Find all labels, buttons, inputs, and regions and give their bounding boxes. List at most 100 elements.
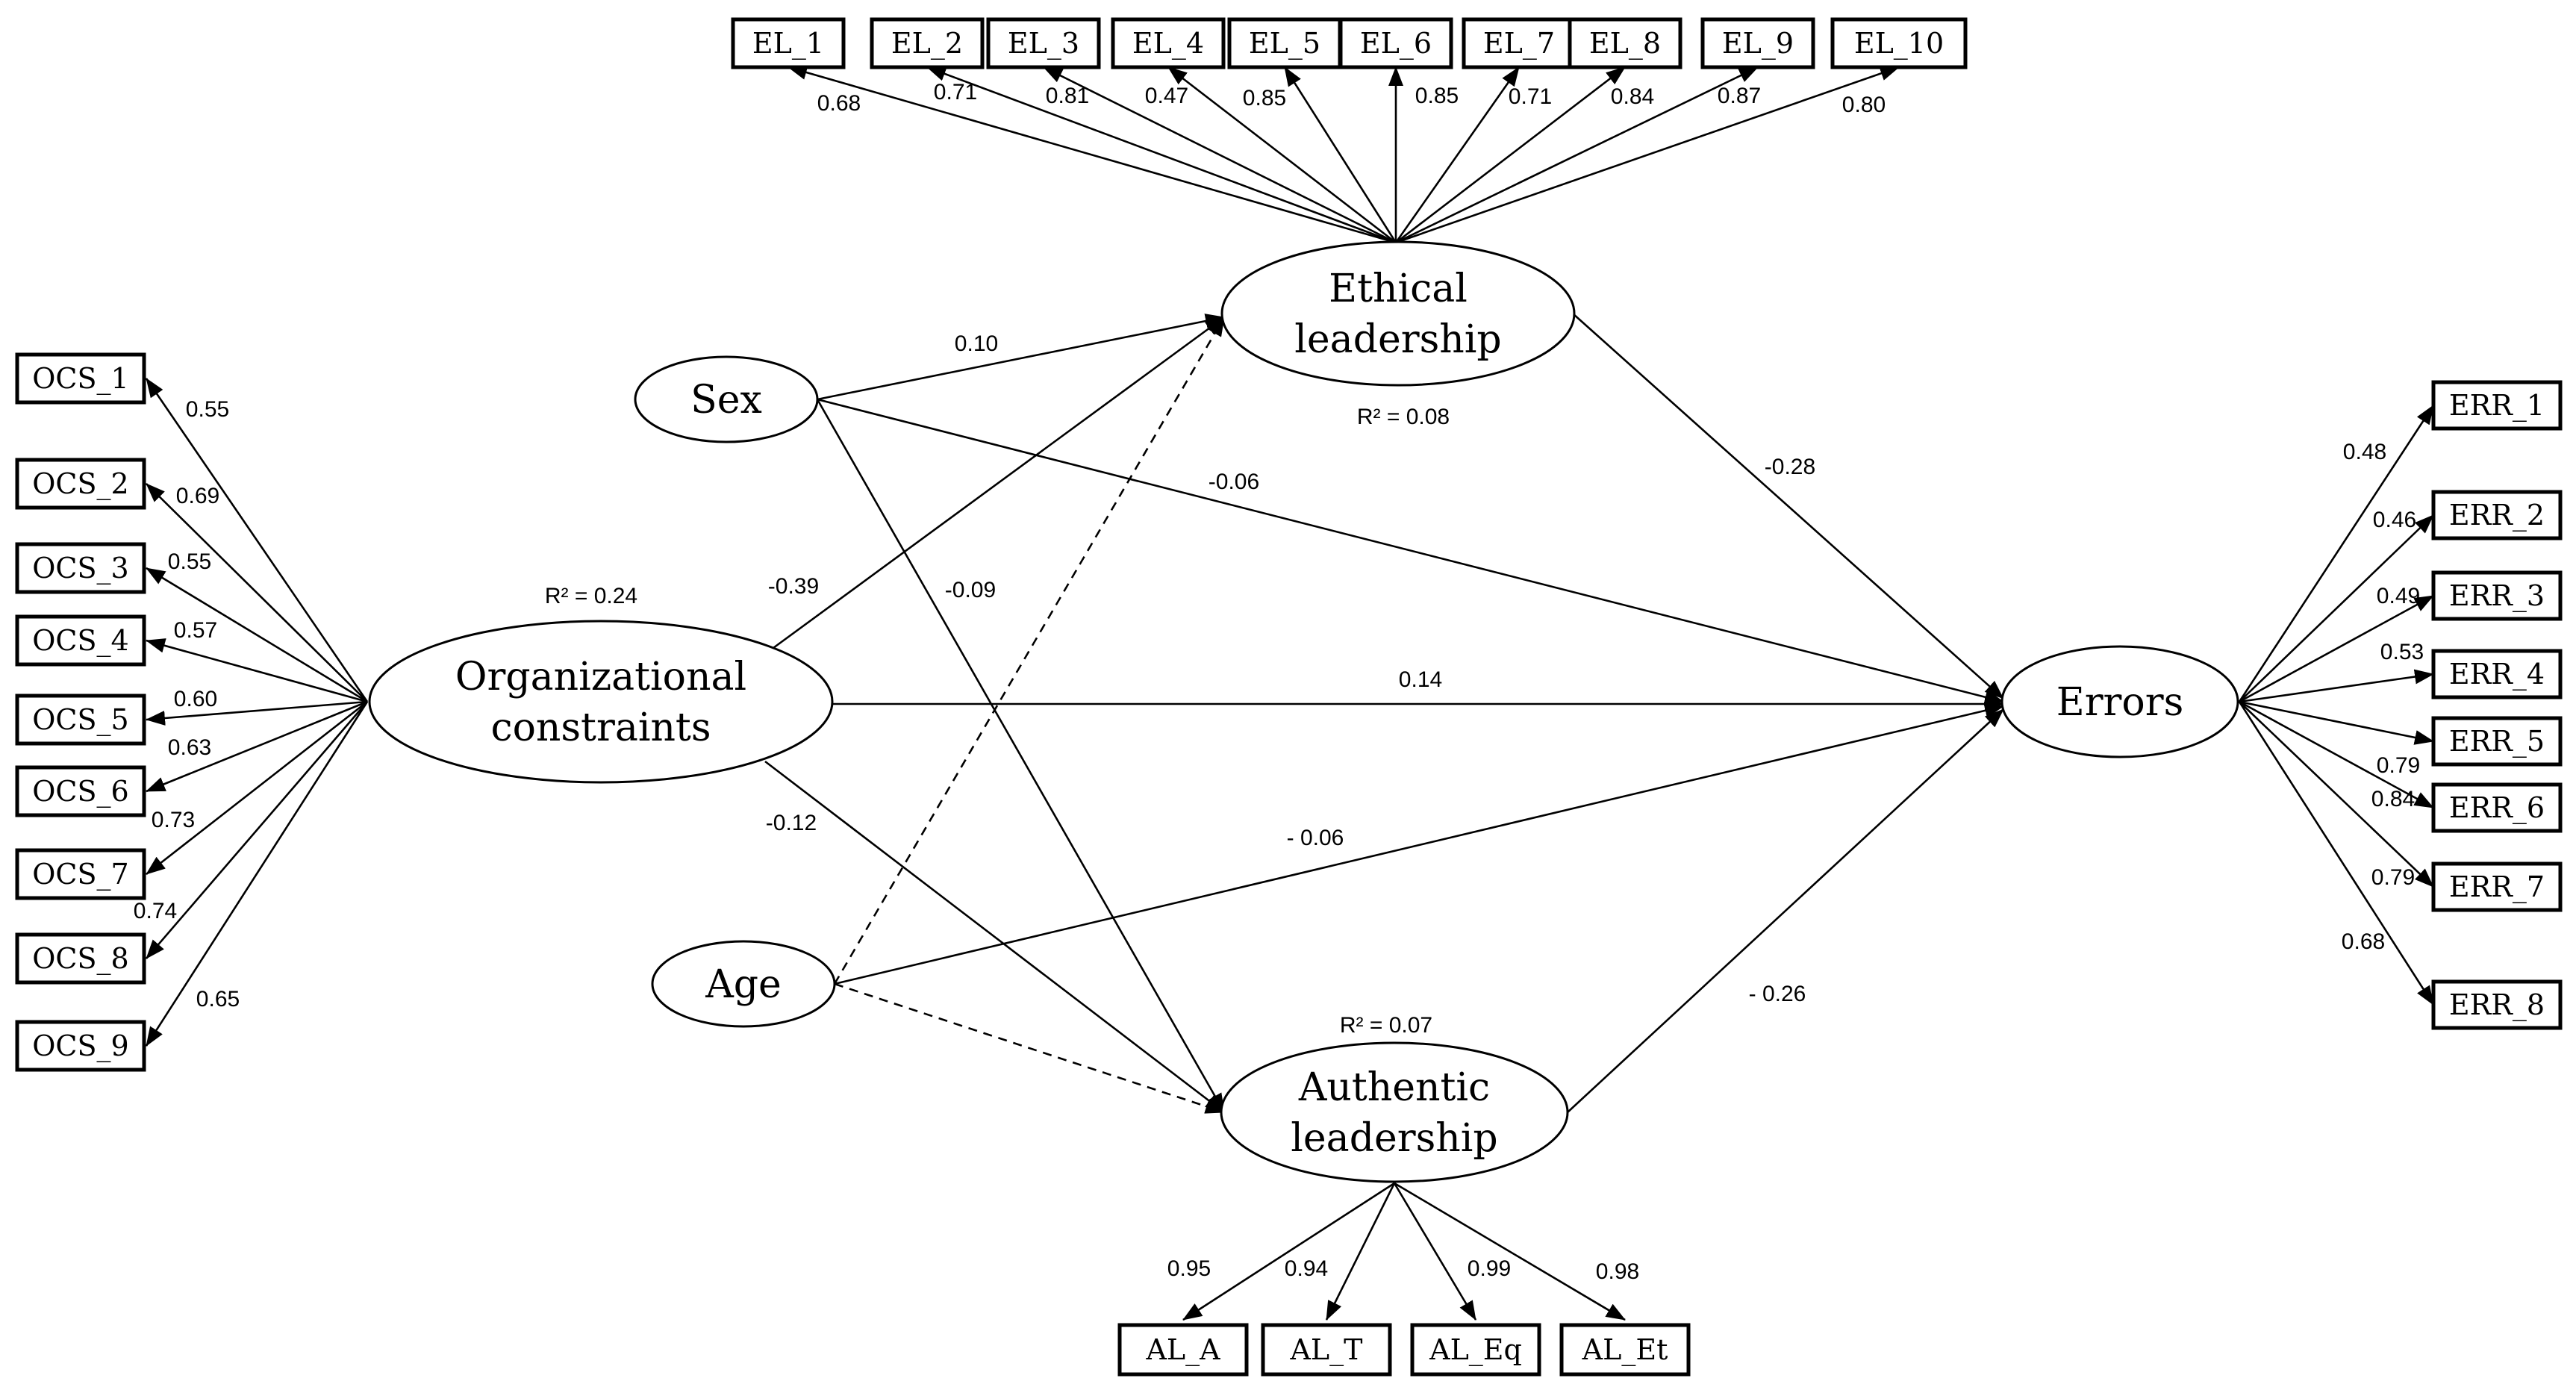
err-loading-arrow-8 (2238, 701, 2435, 1006)
el-indicator-box-8 (1568, 17, 1682, 69)
al-indicator-box-4-text: AL_Et (1582, 1333, 1668, 1367)
age-node (651, 940, 836, 1028)
al-indicator-box-3-text: AL_Eq (1429, 1333, 1522, 1367)
err-indicator-box-7 (2431, 861, 2563, 912)
err-loading-arrow-6 (2239, 700, 2434, 809)
al-indicator-box-1-text: AL_A (1145, 1333, 1220, 1367)
el-indicator-box-8-text: EL_8 (1589, 27, 1661, 60)
el-loading-label-10: 0.80 (1842, 93, 1886, 117)
el-loading-arrow-3 (1043, 66, 1397, 244)
err-indicator-box-5-text: ERR_5 (2449, 725, 2545, 758)
ocs-loading-arrow-7 (146, 700, 368, 876)
sex-node-text-1: Sex (690, 378, 762, 423)
errors-node-text-1: Errors (2056, 680, 2184, 725)
authentic-leadership-node-text-2: leadership (1291, 1116, 1497, 1161)
err-indicator-box-5 (2431, 716, 2563, 767)
al-indicator-box-4 (1559, 1323, 1691, 1377)
ocs-indicator-box-8 (15, 932, 146, 985)
el-indicator-box-3 (986, 17, 1101, 69)
err-indicator-box-1 (2431, 380, 2563, 431)
el-indicator-box-1-text: EL_1 (752, 27, 824, 60)
err-loading-label-1: 0.48 (2343, 440, 2386, 464)
err-indicator-box-2-text: ERR_2 (2449, 499, 2545, 532)
el-indicator-box-3-text: EL_3 (1008, 27, 1079, 60)
sex-to-ethical-arrow (817, 314, 1225, 401)
el-loading-label-4: 0.47 (1145, 84, 1188, 108)
err-indicator-box-4 (2431, 649, 2563, 699)
el-indicator-box-7-text: EL_7 (1483, 27, 1555, 60)
sex-to-authentic-arrow (816, 399, 1226, 1113)
ocs-loading-arrow-1 (145, 378, 369, 702)
ethical-r2-label: R² = 0.08 (1357, 405, 1450, 429)
el-indicator-box-10 (1830, 17, 1968, 69)
ocs-loading-arrow-6 (146, 700, 368, 793)
el-indicator-box-9-text: EL_9 (1722, 27, 1794, 60)
el-loading-label-5: 0.85 (1243, 86, 1286, 110)
err-loading-label-6: 0.84 (2371, 787, 2415, 811)
al-indicator-box-2-text: AL_T (1289, 1333, 1362, 1367)
sex-to-authentic-label: -0.09 (945, 578, 996, 602)
el-loading-label-6: 0.85 (1415, 84, 1459, 108)
ethical-leadership-node-text-2: leadership (1294, 317, 1501, 362)
ocs-indicator-box-1-text: OCS_1 (32, 362, 128, 396)
el-indicator-box-4 (1111, 17, 1226, 69)
err-indicator-box-3-text: ERR_3 (2449, 579, 2545, 613)
err-loading-arrow-5 (2239, 700, 2434, 745)
ocs-indicator-box-2-text: OCS_2 (32, 467, 128, 501)
org-to-errors-label: 0.14 (1399, 667, 1442, 692)
org-r2-label: R² = 0.24 (545, 584, 637, 608)
ocs-loading-label-2: 0.69 (176, 484, 219, 508)
el-loading-label-1: 0.68 (817, 91, 861, 116)
al-indicator-box-2 (1261, 1323, 1392, 1377)
err-loading-arrow-4 (2239, 669, 2434, 703)
ocs-loading-arrow-4 (146, 638, 368, 703)
al-loading-label-1: 0.95 (1167, 1256, 1211, 1281)
organizational-constraints-node-text-2: constraints (490, 705, 711, 750)
el-loading-arrow-8 (1395, 66, 1626, 244)
ocs-indicator-box-5 (15, 694, 146, 746)
ocs-indicator-box-3 (15, 542, 146, 594)
ocs-indicator-box-9 (15, 1020, 146, 1072)
authentic-leadership-node (1220, 1041, 1569, 1183)
ocs-indicator-box-5-text: OCS_5 (32, 703, 128, 737)
age-node-text-1: Age (705, 962, 782, 1007)
ocs-indicator-box-4-text: OCS_4 (32, 624, 128, 658)
el-loading-arrow-7 (1394, 66, 1521, 243)
el-loading-label-7: 0.71 (1509, 84, 1552, 109)
err-loading-label-4: 0.53 (2380, 640, 2424, 664)
sex-to-errors-arrow (817, 398, 2004, 705)
err-loading-label-5: 0.79 (2377, 753, 2420, 778)
ocs-indicator-box-4 (15, 614, 146, 667)
el-indicator-box-10-text: EL_10 (1854, 27, 1944, 60)
al-indicator-box-3 (1410, 1323, 1541, 1377)
el-loading-label-2: 0.71 (934, 80, 977, 105)
age-to-ethical-arrow (833, 317, 1226, 985)
ethical-leadership-node-text-1: Ethical (1329, 267, 1468, 311)
ocs-indicator-box-7-text: OCS_7 (32, 858, 128, 891)
err-loading-label-7: 0.79 (2371, 865, 2415, 890)
organizational-constraints-node-text-1: Organizational (455, 655, 746, 699)
ocs-loading-arrow-9 (145, 701, 369, 1047)
err-indicator-box-3 (2431, 570, 2563, 621)
ocs-indicator-box-6-text: OCS_6 (32, 775, 128, 808)
err-indicator-box-4-text: ERR_4 (2449, 658, 2545, 691)
age-to-errors-label: - 0.06 (1287, 826, 1344, 850)
ocs-indicator-box-7 (15, 848, 146, 900)
el-indicator-box-5-text: EL_5 (1249, 27, 1320, 60)
organizational-constraints-node (368, 620, 834, 784)
el-indicator-box-6-text: EL_6 (1360, 27, 1432, 60)
al-loading-label-4: 0.98 (1596, 1259, 1639, 1284)
el-loading-label-8: 0.84 (1611, 84, 1654, 109)
err-loading-arrow-2 (2239, 514, 2434, 702)
arrows-layer (145, 65, 2435, 1321)
el-indicator-box-9 (1700, 17, 1815, 69)
ocs-loading-arrow-2 (146, 483, 368, 702)
ocs-loading-label-5: 0.60 (174, 687, 217, 711)
authentic-leadership-node-text-1: Authentic (1298, 1065, 1490, 1110)
err-loading-arrow-3 (2239, 594, 2434, 703)
ocs-indicator-box-3-text: OCS_3 (32, 552, 128, 585)
ocs-loading-label-4: 0.57 (174, 618, 217, 643)
ocs-indicator-box-1 (15, 352, 146, 405)
